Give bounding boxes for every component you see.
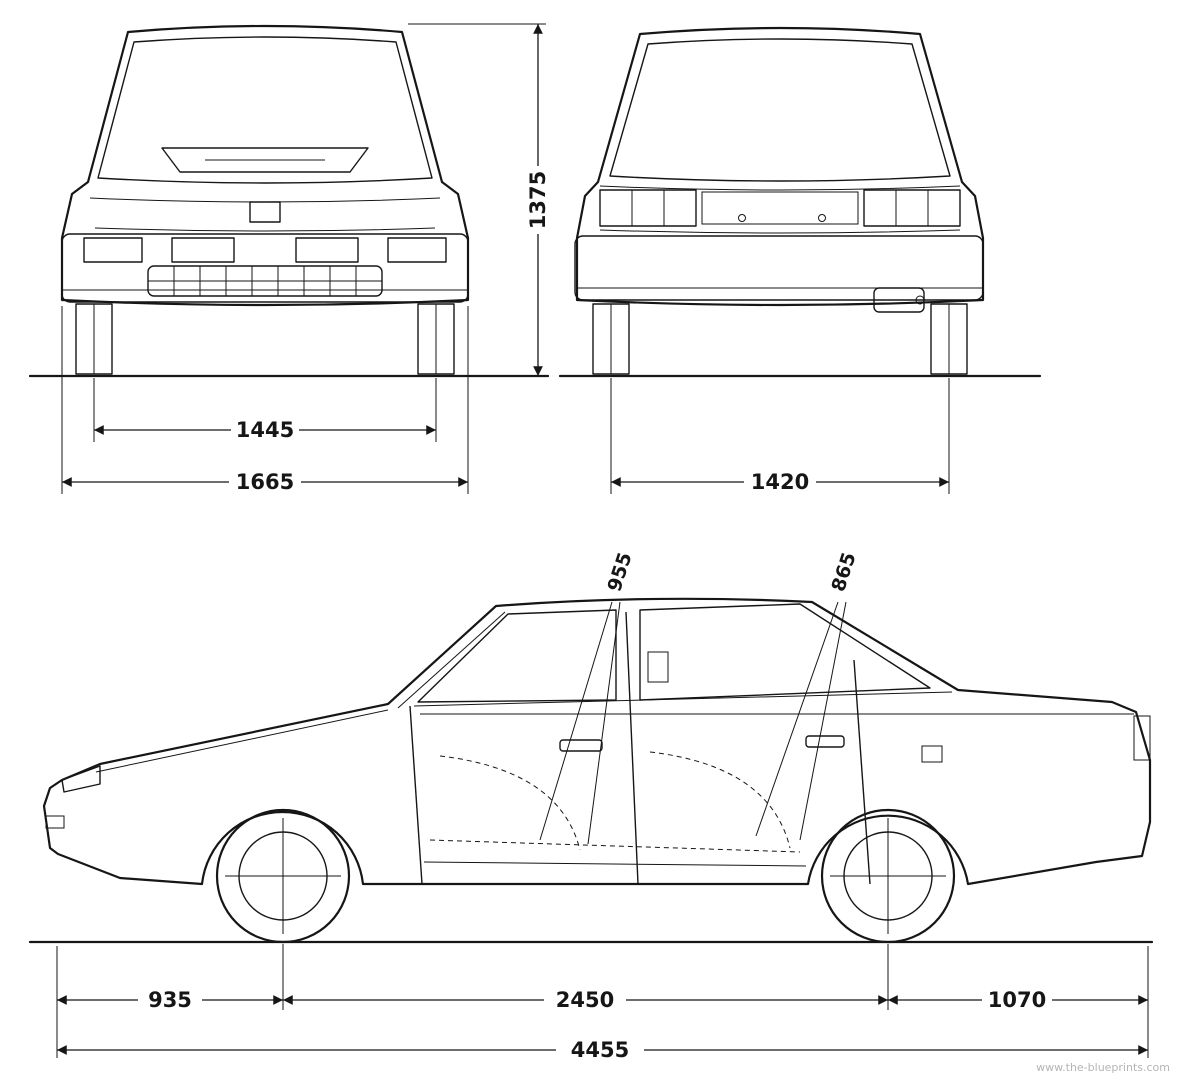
- rear-license-recess: [701, 191, 859, 225]
- side-front-window: [417, 609, 617, 703]
- rear-tire-right: [930, 303, 968, 375]
- side-beltline-window-base: [413, 691, 953, 707]
- front-tire-left: [75, 303, 113, 375]
- rear-trunk-bottom-line: [599, 229, 961, 234]
- rear-badge-dot-left: [738, 214, 746, 222]
- rear-door-width-label: 865: [827, 550, 860, 595]
- rear-view-drawing: [558, 26, 1042, 378]
- front-track-dimension-label: 1445: [236, 418, 294, 442]
- rear-taillight-right: [863, 189, 961, 227]
- front-bumper: [61, 233, 469, 303]
- side-door-dashed-line-3: [429, 839, 801, 853]
- front-hood-vent: [161, 147, 369, 173]
- side-headlight: [61, 765, 101, 793]
- watermark-text: www.the-blueprints.com: [1036, 1061, 1170, 1074]
- side-hood-crease: [95, 709, 389, 773]
- side-view-drawing: [28, 597, 1154, 944]
- front-badge: [249, 201, 281, 223]
- front-dimensions: 1445 1665: [61, 306, 469, 495]
- front-headlight-left: [83, 237, 143, 263]
- front-lamp-inner-right: [295, 237, 359, 263]
- front-grille: [147, 265, 383, 297]
- rear-taillight-left: [599, 189, 697, 227]
- side-rear-door-handle: [805, 735, 845, 748]
- front-overhang-dimension-label: 935: [148, 988, 192, 1012]
- front-view-drawing: [28, 24, 550, 378]
- front-width-dimension-label: 1665: [236, 470, 294, 494]
- side-rear-wheel: [820, 808, 956, 944]
- wheelbase-dimension-label: 2450: [556, 988, 614, 1012]
- front-trim-line: [94, 227, 436, 232]
- side-sill-line: [423, 861, 807, 867]
- overall-height-dimension-label: 1375: [526, 171, 550, 229]
- side-front-wheel: [215, 808, 351, 944]
- rear-body-outline: [575, 26, 985, 307]
- front-tire-right: [417, 303, 455, 375]
- side-fuel-filler: [921, 745, 943, 763]
- rear-badge-dot-right: [818, 214, 826, 222]
- rear-overhang-dimension-label: 1070: [988, 988, 1046, 1012]
- overall-length-dimension-label: 4455: [571, 1038, 629, 1062]
- height-dimension: 1375: [408, 23, 552, 376]
- front-body-outline: [60, 24, 470, 307]
- rear-track-dimension-label: 1420: [751, 470, 809, 494]
- front-headlight-right: [387, 237, 447, 263]
- rear-bumper: [574, 235, 984, 301]
- front-door-width-label: 955: [603, 550, 636, 595]
- side-door-dashed-line-1: [439, 755, 581, 851]
- rear-trunk-top-line: [599, 185, 961, 191]
- side-windshield-inner: [397, 611, 506, 709]
- side-body-outline: [42, 597, 1152, 886]
- front-lamp-inner-left: [171, 237, 235, 263]
- rear-window: [609, 38, 951, 182]
- side-rear-door-seam: [853, 659, 871, 885]
- side-front-door-seam: [409, 705, 423, 885]
- side-taillamp: [1133, 715, 1151, 761]
- front-windshield: [97, 36, 433, 184]
- side-door-dashed-line-2: [649, 751, 791, 849]
- side-b-pillar-seam: [625, 611, 639, 885]
- length-dimensions: 935 2450 1070 4455: [56, 944, 1149, 1062]
- rear-dimensions: 1420: [610, 378, 950, 495]
- side-front-door-handle: [559, 739, 603, 752]
- rear-muffler: [873, 287, 925, 313]
- rear-tire-left: [592, 303, 630, 375]
- side-rear-window: [639, 603, 931, 701]
- side-mirror: [647, 651, 669, 683]
- side-indicator-lamp: [45, 815, 65, 829]
